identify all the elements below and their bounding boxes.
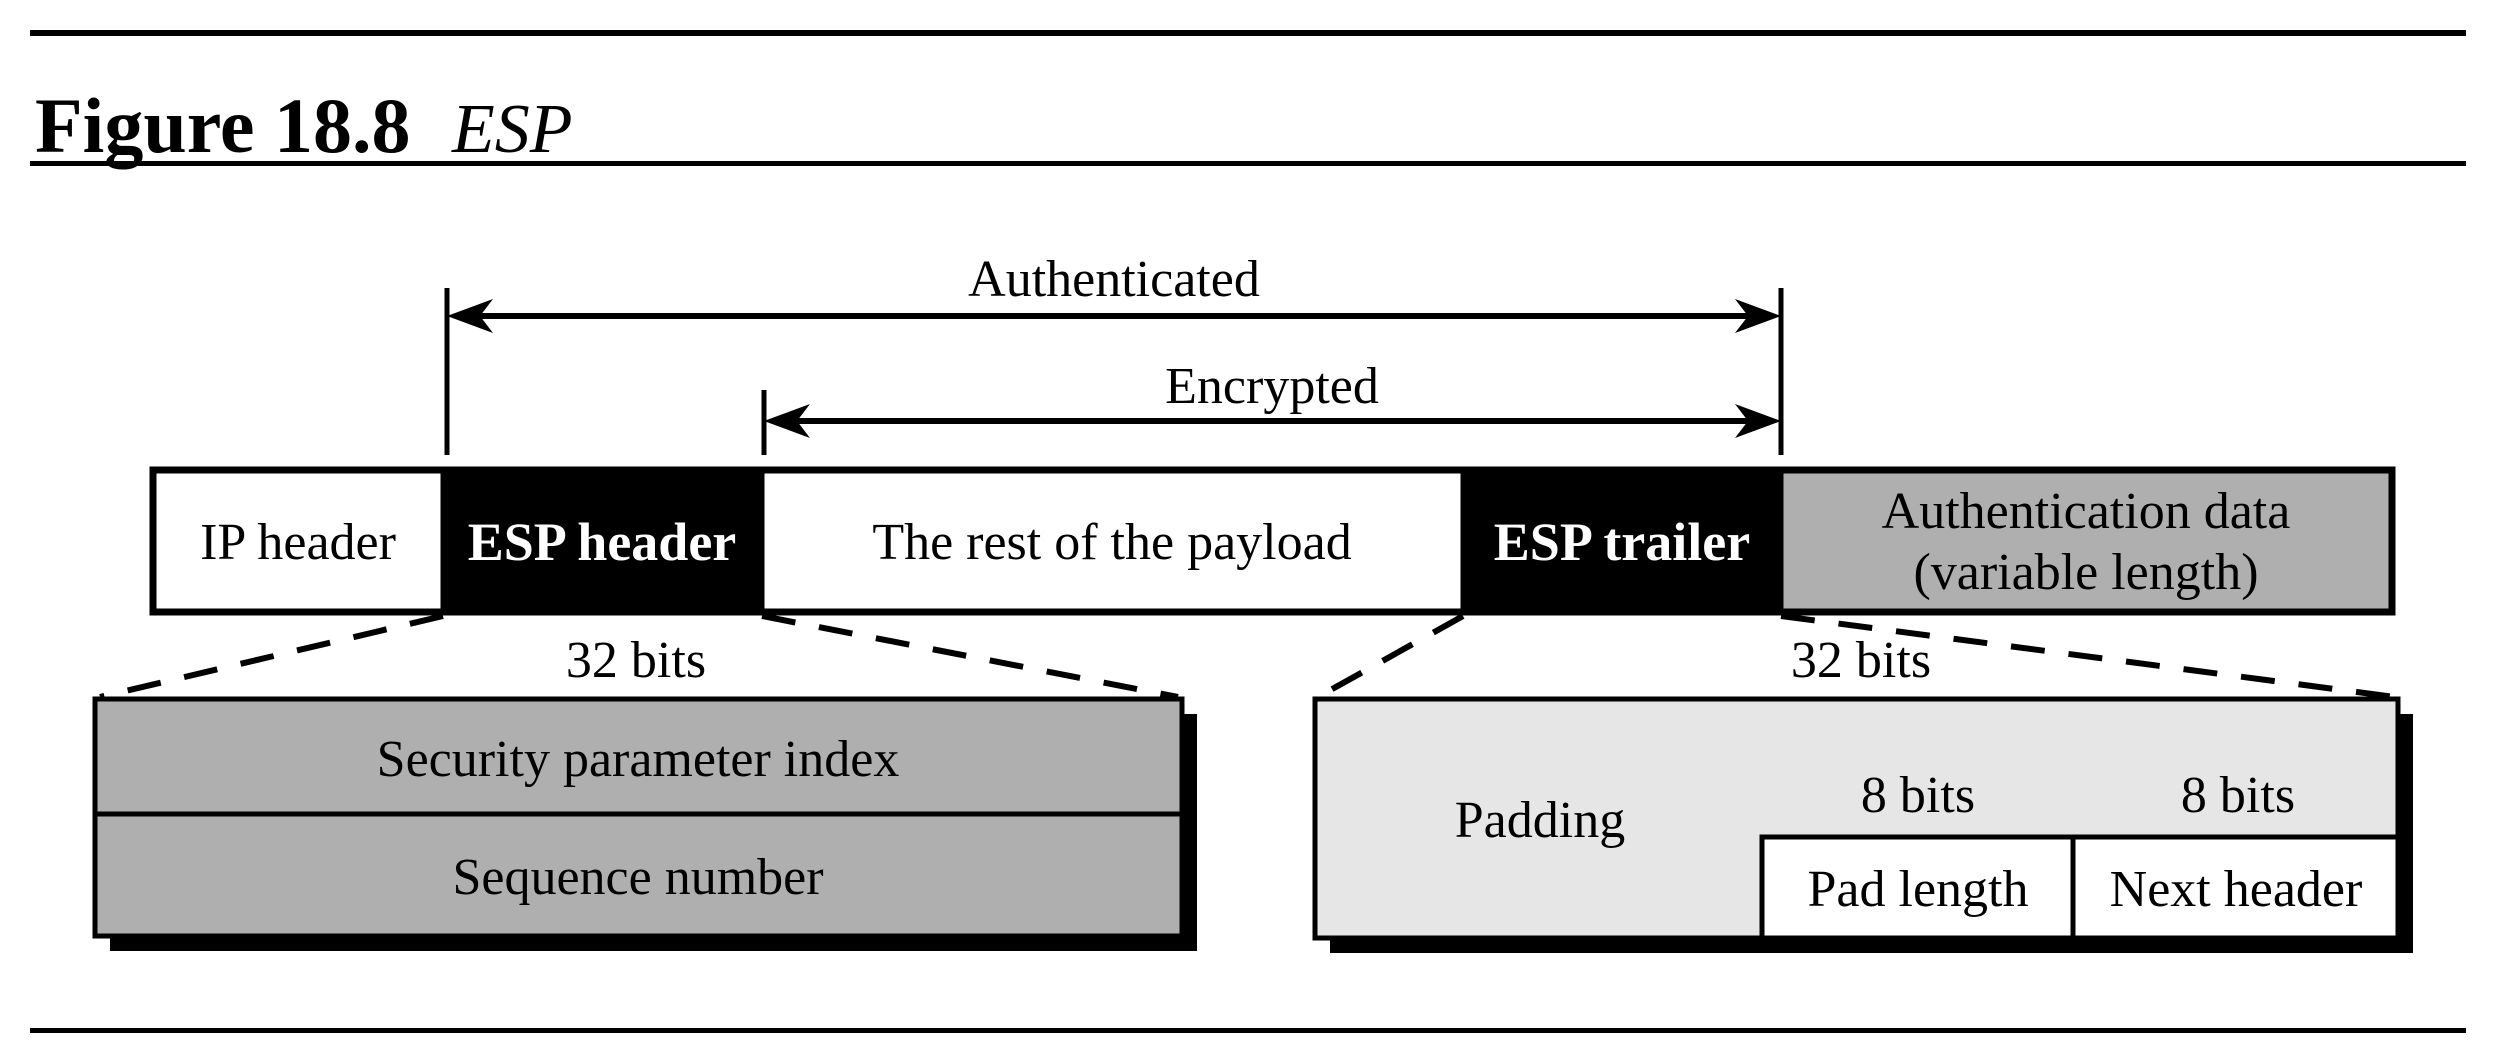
packet-row-outline [149,466,2396,616]
header-detail-bits-label: 32 bits [566,632,706,689]
trailer-detail-dash-right [1780,613,2396,700]
authenticated-arrowhead-right [1735,299,1781,333]
esp-header-label: ESP header [468,512,737,572]
ip-header-label: IP header [200,514,396,571]
header-detail-dash-left [99,613,444,700]
next-header-bits-label: 8 bits [2181,767,2295,824]
next-header-label: Next header [2110,861,2363,918]
authenticated-arrowhead-left [447,299,493,333]
sequence-number-label: Sequence number [452,849,823,906]
payload-label: The rest of the payload [872,514,1351,571]
auth-data-label-line1: Authentication data [1882,483,2291,540]
trailer-detail-bits-label: 32 bits [1791,632,1931,689]
esp-trailer-detail: 32 bits Padding 8 bits 8 bits Pad length… [1312,613,2413,953]
pad-length-label: Pad length [1808,861,2029,918]
padding-label: Padding [1455,792,1625,849]
pad-length-bits-label: 8 bits [1861,767,1975,824]
esp-trailer-label: ESP trailer [1494,512,1750,572]
security-parameter-index-label: Security parameter index [377,731,900,788]
next-header-box [2070,834,2401,941]
encrypted-arrowhead-left [764,404,810,438]
bottom-rule [30,1028,2466,1033]
esp-header-detail: 32 bits Security parameter index Sequenc… [92,613,1197,951]
packet-row: IP header ESP header The rest of the pay… [149,466,2396,616]
authenticated-label: Authenticated [968,251,1260,308]
top-rule [30,30,2466,36]
title-rule [30,161,2466,166]
pad-length-box [1759,834,2076,941]
auth-data-label-line2: (variable length) [1913,544,2258,601]
trailer-detail-dash-left [1316,613,1465,700]
encrypted-arrowhead-right [1735,404,1781,438]
encrypted-label: Encrypted [1165,358,1379,415]
figure-label: Figure 18.8 [35,82,411,169]
header-detail-dash-right [761,613,1179,700]
header-detail-box [92,696,1185,939]
figure-caption: ESP [451,91,573,168]
